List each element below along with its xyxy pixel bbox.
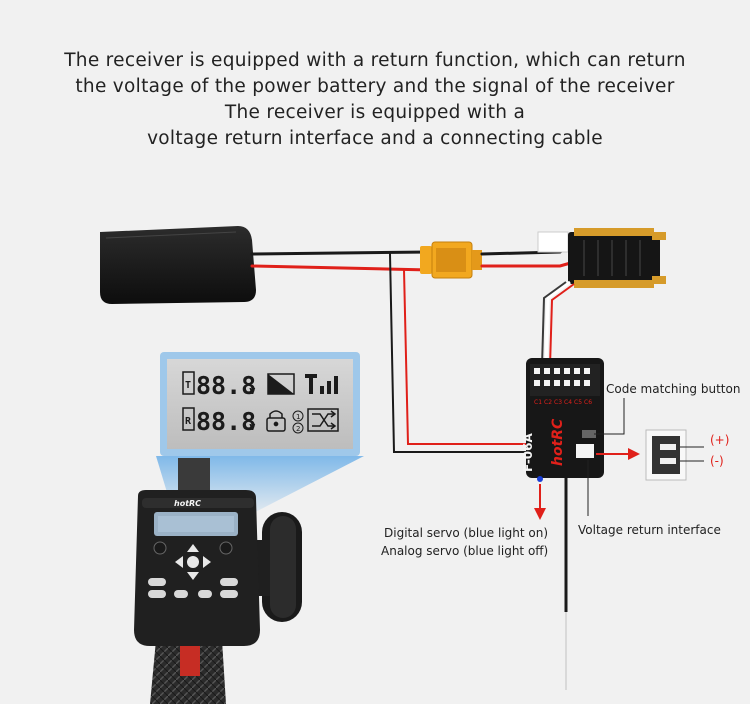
battery-leads bbox=[250, 250, 432, 272]
receiver-model: F-06A bbox=[521, 432, 535, 472]
polarity-connector bbox=[645, 429, 704, 481]
heading-line-4: voltage return interface and a connectin… bbox=[147, 128, 603, 149]
heading: The receiver is equipped with a return f… bbox=[0, 48, 750, 152]
lcd-transmitter-voltage: 88.8 bbox=[196, 371, 256, 400]
signal-wedge-fill bbox=[268, 374, 294, 394]
receiver-pin-label: C4 bbox=[564, 399, 572, 406]
esc-controller bbox=[537, 228, 666, 288]
negative-label: (-) bbox=[710, 454, 724, 468]
code-matching-button[interactable] bbox=[582, 430, 596, 438]
arrow-right-icon bbox=[596, 448, 640, 460]
receiver-pin-label: C3 bbox=[554, 399, 562, 406]
voltage-return-port bbox=[576, 444, 594, 458]
heading-line-2: the voltage of the power battery and the… bbox=[75, 76, 675, 97]
mix-icon bbox=[307, 408, 339, 432]
lcd-transmitter-unit: v bbox=[249, 384, 256, 397]
receiver-brand: hotRC bbox=[550, 418, 566, 466]
voltage-return-label: Voltage return interface bbox=[578, 523, 721, 537]
positive-label: (+) bbox=[710, 433, 729, 447]
lcd-receiver-voltage: 88.8 bbox=[196, 407, 256, 436]
transmitter: hotRC bbox=[134, 458, 302, 704]
xt60-connector bbox=[420, 241, 482, 279]
battery bbox=[100, 226, 256, 304]
dpad-icon[interactable] bbox=[175, 544, 211, 580]
receiver-pin-label: C5 bbox=[574, 399, 582, 406]
code-matching-label: Code matching button bbox=[606, 382, 740, 396]
channel-number-1: 1 bbox=[296, 413, 300, 421]
esc-signal-cable bbox=[541, 280, 575, 367]
analog-servo-label: Analog servo (blue light off) bbox=[381, 544, 548, 558]
receiver-pin-label: C6 bbox=[584, 399, 592, 406]
receiver-pin-label: C2 bbox=[544, 399, 552, 406]
lcd-display: T 88.8 v R 88.8 v 1 2 bbox=[160, 352, 360, 456]
heading-line-3: The receiver is equipped with a bbox=[224, 102, 526, 123]
callout-code-matching bbox=[594, 398, 625, 435]
lock-icon bbox=[266, 410, 286, 432]
heading-line-1: The receiver is equipped with a return f… bbox=[64, 50, 686, 71]
digital-servo-label: Digital servo (blue light on) bbox=[384, 526, 548, 540]
function-buttons[interactable] bbox=[148, 578, 238, 598]
arrow-down-icon bbox=[534, 484, 546, 520]
right-knob[interactable] bbox=[219, 541, 233, 555]
transmitter-brand: hotRC bbox=[174, 499, 201, 508]
lcd-receiver-unit: v bbox=[249, 420, 256, 433]
signal-bars-icon bbox=[305, 374, 338, 394]
lcd-transmitter-tag: T bbox=[185, 380, 191, 391]
servo-led-icon bbox=[537, 476, 543, 482]
channel-number-2: 2 bbox=[296, 425, 300, 433]
lcd-receiver-tag: R bbox=[185, 416, 192, 427]
left-knob[interactable] bbox=[153, 541, 167, 555]
receiver-pin-label: C1 bbox=[534, 399, 542, 406]
receiver: C1 C2 C3 C4 C5 C6 F-06A hotRC bbox=[521, 358, 604, 482]
channel-numbers-icon: 1 2 bbox=[292, 410, 304, 434]
